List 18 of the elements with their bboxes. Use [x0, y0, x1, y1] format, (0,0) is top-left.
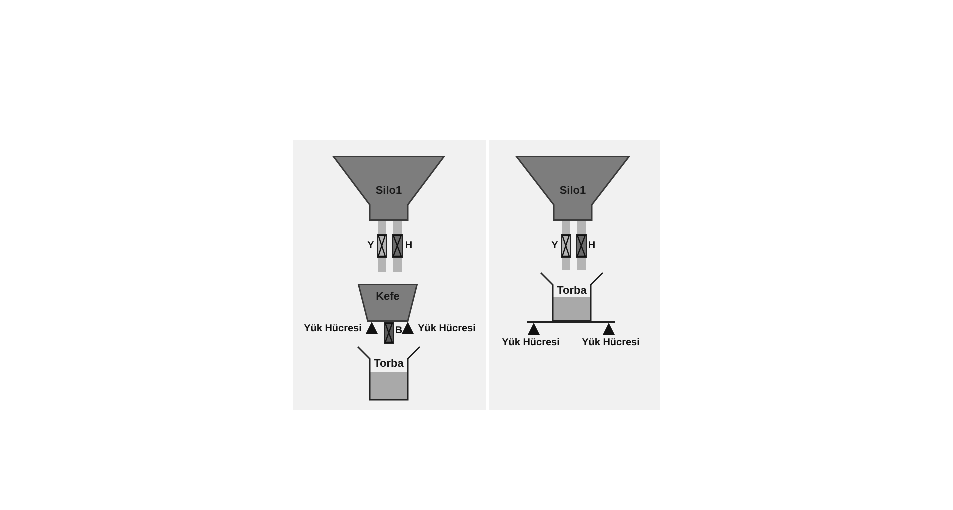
valve-letter: H: [405, 240, 413, 252]
bag: [540, 272, 604, 322]
valve-letter: H: [588, 240, 596, 252]
silo-label: Silo1: [560, 185, 586, 197]
bag: [357, 346, 421, 401]
load-cell-label: Yük Hücresi: [502, 338, 560, 348]
load-cell-label: Yük Hücresi: [582, 338, 640, 348]
valve-letter: Y: [552, 240, 558, 252]
silo-hopper: [333, 156, 445, 221]
valve-letter: B: [395, 326, 403, 336]
bag-label: Torba: [557, 285, 587, 297]
silo-hopper: [516, 156, 630, 221]
load-cell-label: Yük Hücresi: [304, 324, 362, 334]
silo-label: Silo1: [376, 185, 402, 197]
load-cell-label: Yük Hücresi: [418, 324, 476, 334]
valve-letter: Y: [368, 240, 374, 252]
hopper-label: Kefe: [376, 291, 400, 303]
bag-label: Torba: [374, 358, 404, 370]
